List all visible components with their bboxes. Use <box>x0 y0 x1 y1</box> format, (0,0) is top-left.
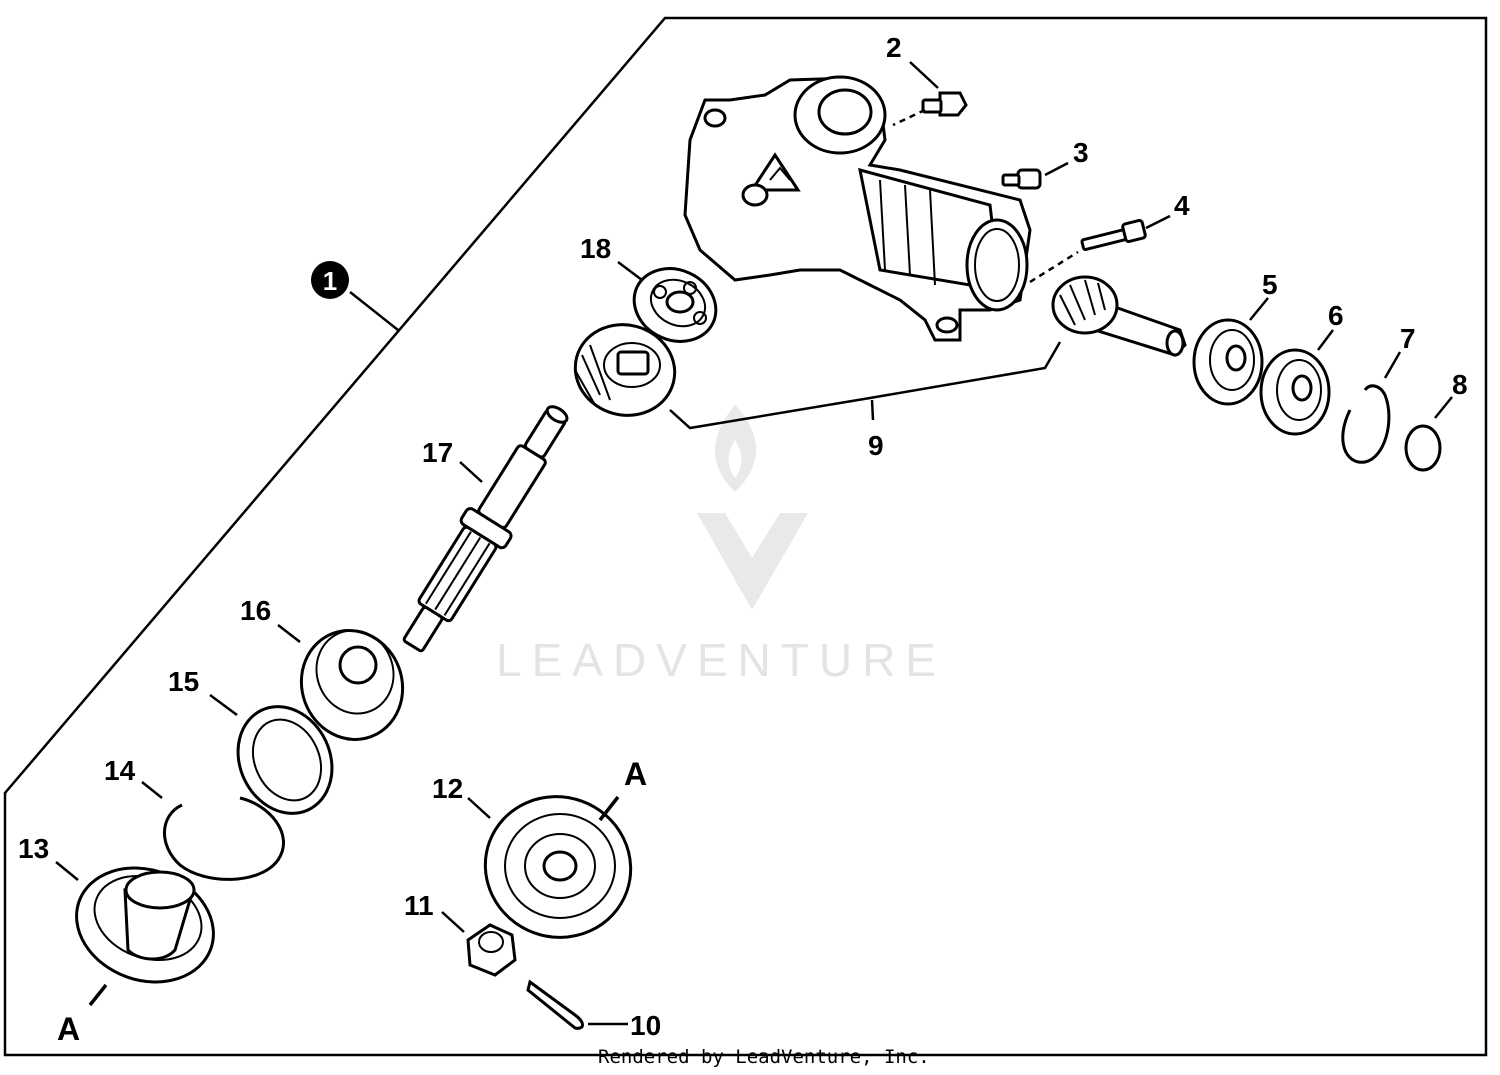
callout-1: 1 <box>323 266 337 296</box>
reference-mark-a-left: A <box>57 1011 80 1047</box>
callout-2: 2 <box>886 32 902 63</box>
callout-6: 6 <box>1328 300 1344 331</box>
pinion-gear <box>1051 275 1187 357</box>
reference-mark-a-right: A <box>624 756 647 792</box>
callout-4: 4 <box>1174 190 1190 221</box>
snap-ring-14 <box>163 796 285 881</box>
cup-13 <box>75 866 215 984</box>
callout-5: 5 <box>1262 269 1278 300</box>
gear-housing <box>683 75 1032 342</box>
bearing-6 <box>1259 348 1331 436</box>
callout-15: 15 <box>168 666 199 697</box>
bearing-5 <box>1192 318 1264 406</box>
callout-11: 11 <box>404 890 434 921</box>
callout-18: 18 <box>580 233 611 264</box>
callout-16: 16 <box>240 595 271 626</box>
footer-credit: Rendered by LeadVenture, Inc. <box>598 1046 930 1068</box>
ring-8 <box>1404 424 1442 472</box>
callout-1-badge <box>311 261 349 299</box>
assembly-boundary <box>3 16 1488 1057</box>
callout-17: 17 <box>422 437 453 468</box>
callout-13: 13 <box>18 833 49 864</box>
plate-12 <box>483 795 633 939</box>
callout-7: 7 <box>1400 323 1416 354</box>
bolt-4 <box>1080 218 1147 251</box>
bearing-18 <box>632 267 718 343</box>
bevel-gear <box>573 323 677 417</box>
callout-14: 14 <box>104 755 136 786</box>
callout-10: 10 <box>630 1010 661 1041</box>
callout-12: 12 <box>432 773 463 804</box>
shaft-17 <box>402 405 569 653</box>
callout-3: 3 <box>1073 137 1089 168</box>
callout-8: 8 <box>1452 369 1468 400</box>
watermark-logo <box>697 405 808 610</box>
nut-11 <box>466 923 517 977</box>
cotter-pin-10 <box>526 979 584 1030</box>
callout-9: 9 <box>868 430 884 461</box>
washer-15 <box>236 705 334 815</box>
watermark-text: LEADVENTURE <box>496 634 946 686</box>
screw-3 <box>1001 168 1042 190</box>
snap-ring-7 <box>1341 384 1391 464</box>
bearing-16 <box>299 629 405 741</box>
bolt-2 <box>921 91 968 117</box>
